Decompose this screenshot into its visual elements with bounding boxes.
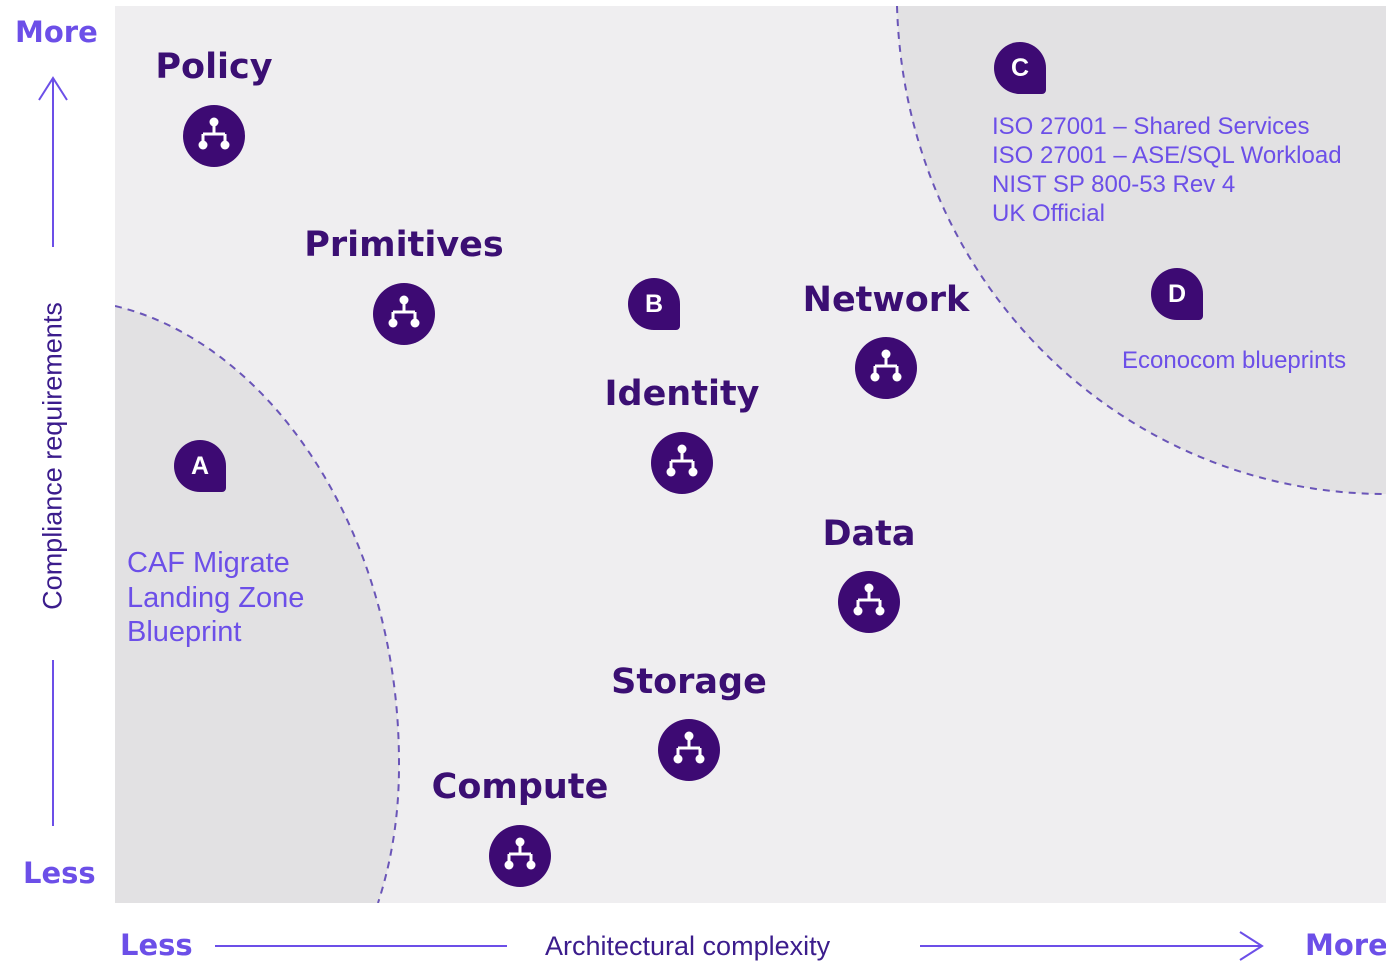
category-label-data: Data [822,514,916,554]
badge-b: B [628,278,680,330]
category-label-network: Network [802,280,970,320]
hierarchy-icon [867,348,905,389]
note-c-line-4: UK Official [992,200,1105,227]
node-storage [658,719,720,781]
x-axis-more-label: More [1305,928,1386,962]
hierarchy-icon [670,730,708,771]
x-axis-arrow-right [920,931,1264,961]
note-c: ISO 27001 – Shared Services ISO 27001 – … [992,112,1342,228]
hierarchy-icon [663,443,701,484]
badge-c: C [994,42,1046,94]
y-axis-line-lower [52,660,54,826]
category-label-storage: Storage [611,662,767,702]
note-c-line-2: ISO 27001 – ASE/SQL Workload [992,142,1342,169]
zone-cd-border [896,6,1386,495]
plot-area [115,6,1386,903]
zone-cd-region [897,6,1386,494]
y-axis-less-label: Less [23,856,96,890]
hierarchy-icon [385,294,423,335]
x-axis-title: Architectural complexity [545,931,831,961]
y-axis-title: Compliance requirements [37,302,68,610]
category-label-compute: Compute [431,767,609,807]
x-axis-line-left [215,945,507,947]
node-primitives [373,283,435,345]
category-label-primitives: Primitives [304,225,504,265]
zone-a-border [115,305,401,903]
note-a-line-1: CAF Migrate [127,547,290,579]
y-axis-arrow-up [38,76,68,247]
node-identity [651,432,713,494]
y-axis-more-label: More [15,15,98,49]
node-policy [183,105,245,167]
node-data [838,571,900,633]
note-d: Econocom blueprints [1122,347,1347,374]
category-label-policy: Policy [155,47,273,87]
x-axis-less-label: Less [120,928,193,962]
note-c-line-3: NIST SP 800-53 Rev 4 [992,171,1236,198]
badge-a: A [174,440,226,492]
category-label-identity: Identity [604,374,760,414]
note-a-line-3: Blueprint [127,616,242,648]
badge-d: D [1151,268,1203,320]
node-network [855,337,917,399]
hierarchy-icon [195,116,233,157]
note-a: CAF Migrate Landing Zone Blueprint [127,546,304,650]
note-c-line-1: ISO 27001 – Shared Services [992,113,1310,140]
note-a-line-2: Landing Zone [127,581,305,614]
hierarchy-icon [501,836,539,877]
hierarchy-icon [850,582,888,623]
node-compute [489,825,551,887]
